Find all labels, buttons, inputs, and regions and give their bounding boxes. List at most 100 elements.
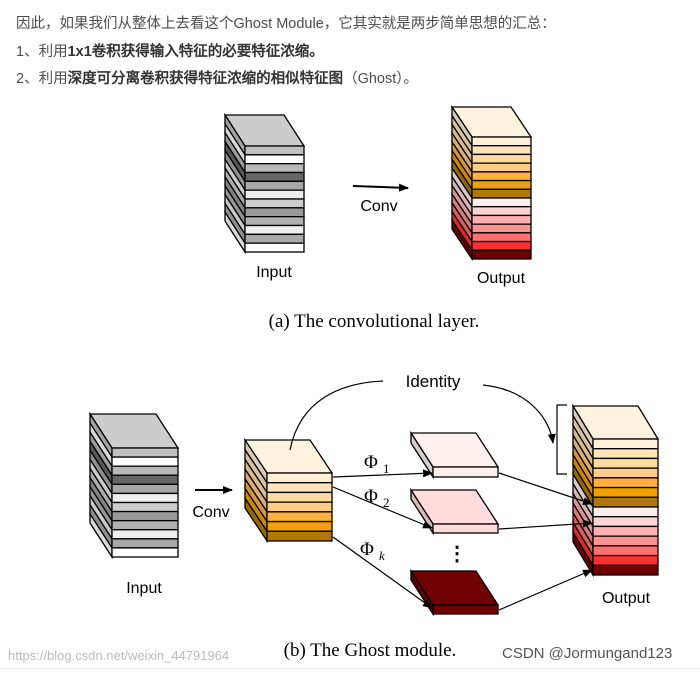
layer-front xyxy=(111,492,179,504)
layer-front xyxy=(471,240,532,251)
svg-text:k: k xyxy=(379,548,385,563)
item1-prefix: 1、利用 xyxy=(16,44,68,60)
layer-front xyxy=(111,447,179,458)
fig-b-intrinsic-features xyxy=(243,437,334,544)
ghost-map-2 xyxy=(409,487,500,536)
layer-front xyxy=(244,198,305,209)
layer-front xyxy=(111,501,179,513)
ghost-2-to-output-arrow xyxy=(498,519,593,530)
phi-2-arrow xyxy=(332,486,433,529)
layer-front xyxy=(111,520,179,531)
phi-1-arrow xyxy=(332,469,433,478)
layer-front xyxy=(244,242,305,253)
layer-front xyxy=(244,171,305,182)
fig-b-conv-label: Conv xyxy=(192,504,229,521)
ellipsis-dots: ⋮ xyxy=(447,543,467,565)
ghost-k-to-output-arrow xyxy=(498,569,593,611)
fig-b-input-label: Input xyxy=(126,580,162,597)
layer-front xyxy=(111,547,179,558)
ghost-map-k xyxy=(409,568,500,617)
fig-a-conv-label: Conv xyxy=(360,198,397,215)
layer-front xyxy=(592,516,659,528)
identity-label: Identity xyxy=(406,372,461,391)
layer-front xyxy=(592,545,659,557)
layer-front xyxy=(592,564,659,576)
fig-b-output-tensor xyxy=(571,403,660,578)
fig-a-input-tensor xyxy=(223,112,306,255)
layer-front xyxy=(266,491,333,503)
layer-front xyxy=(244,163,305,174)
identity-bracket xyxy=(556,404,567,475)
layer-front xyxy=(592,535,659,547)
layer-front xyxy=(592,496,659,508)
layer-front xyxy=(592,477,659,489)
layer-front xyxy=(432,604,499,615)
conv-arrow xyxy=(352,183,409,192)
layer-front xyxy=(244,180,305,191)
list-item-2: 2、利用深度可分离卷积获得特征浓缩的相似特征图（Ghost）。 xyxy=(16,67,418,88)
identity-arrow xyxy=(482,384,556,444)
layer-front xyxy=(471,206,532,217)
watermark-url: https://blog.csdn.net/weixin_44791964 xyxy=(8,648,230,663)
layer-front xyxy=(266,511,333,523)
layer-front xyxy=(266,501,333,513)
layer-front xyxy=(244,189,305,200)
layer-front xyxy=(111,465,179,476)
layer-front xyxy=(432,523,499,534)
layer-front xyxy=(471,232,532,243)
item1-bold: 1x1卷积获得输入特征的必要特征浓缩。 xyxy=(67,44,324,60)
identity-curve-left xyxy=(289,380,384,451)
fig-a-output-label: Output xyxy=(477,270,526,287)
layer-front xyxy=(471,153,532,164)
layer-front xyxy=(266,530,333,542)
layer-front xyxy=(592,467,659,479)
layer-front xyxy=(111,510,179,522)
fig-a-caption: (a) The convolutional layer. xyxy=(269,311,480,332)
layer-front xyxy=(471,179,532,190)
phi-k-arrow xyxy=(332,536,433,609)
ghost-map-1 xyxy=(409,430,500,480)
layer-front xyxy=(244,207,305,218)
layer-front xyxy=(592,486,659,498)
watermark: CSDN @Jormungand123 xyxy=(502,645,673,662)
svg-text:Φ: Φ xyxy=(360,539,374,560)
layer-front xyxy=(592,506,659,518)
item2-bold: 深度可分离卷积获得特征浓缩的相似特征图 xyxy=(67,71,344,87)
intro-text: 因此，如果我们从整体上去看这个Ghost Module，它其实就是两步简单思想的… xyxy=(16,16,556,32)
layer-front xyxy=(111,474,179,485)
layer-front xyxy=(592,457,659,469)
layer-front xyxy=(432,466,499,478)
layer-front xyxy=(244,145,305,156)
layer-front xyxy=(111,483,179,495)
layer-front xyxy=(266,472,333,484)
layer-front xyxy=(244,216,305,227)
layer-front xyxy=(471,188,532,199)
layer-front xyxy=(592,438,659,450)
fig-a-input-label: Input xyxy=(256,264,292,281)
fig-b-input-tensor xyxy=(88,411,180,560)
item2-prefix: 2、利用 xyxy=(16,71,68,87)
layer-front xyxy=(471,197,532,208)
svg-text:1: 1 xyxy=(383,461,390,476)
layer-front xyxy=(266,482,333,494)
layer-front xyxy=(471,171,532,182)
divider xyxy=(0,668,700,669)
layer-front xyxy=(471,214,532,225)
layer-front xyxy=(266,520,333,532)
fig-b-output-label: Output xyxy=(602,590,651,607)
layer-front xyxy=(111,529,179,540)
fig-b-caption: (b) The Ghost module. xyxy=(284,640,457,661)
svg-text:2: 2 xyxy=(383,495,390,510)
layer-front xyxy=(471,145,532,156)
layer-front xyxy=(471,162,532,173)
layer-front xyxy=(244,154,305,165)
layer-front xyxy=(111,538,179,549)
list-item-1: 1、利用1x1卷积获得输入特征的必要特征浓缩。 xyxy=(16,40,324,61)
item2-suffix: （Ghost）。 xyxy=(343,71,419,87)
svg-text:Φ: Φ xyxy=(364,486,378,507)
layer-front xyxy=(471,249,532,260)
